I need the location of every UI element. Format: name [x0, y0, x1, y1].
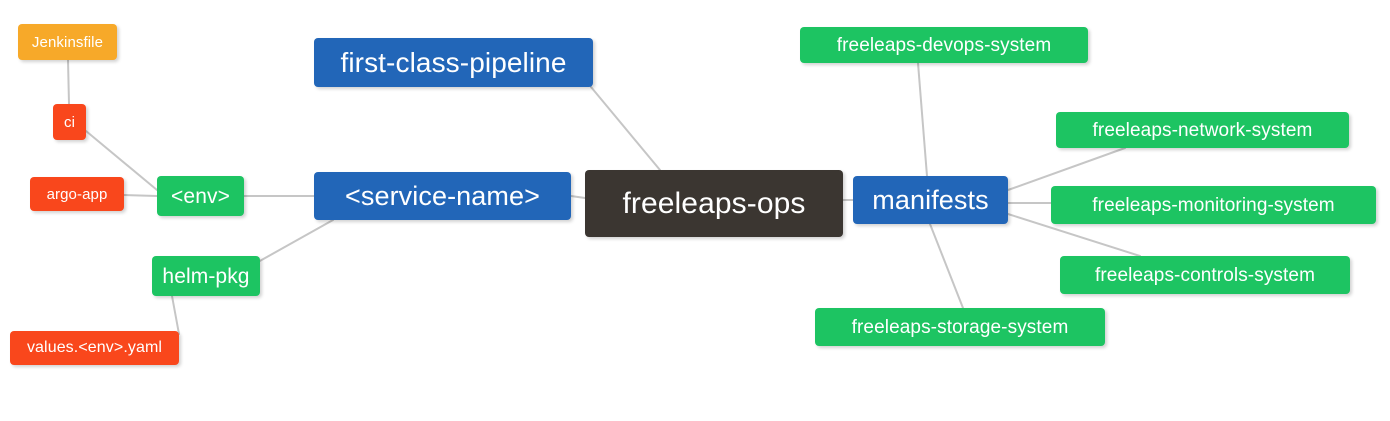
node-helm-pkg[interactable]: helm-pkg [152, 256, 260, 296]
edge-manifests-to-freeleaps-storage-system [929, 223, 964, 309]
edge-values-yaml-to-helm-pkg [171, 295, 180, 335]
node-label-jenkinsfile: Jenkinsfile [31, 33, 104, 51]
node-freeleaps-monitoring-system[interactable]: freeleaps-monitoring-system [1051, 186, 1376, 224]
node-values-yaml[interactable]: values.<env>.yaml [10, 331, 179, 365]
edge-manifests-to-freeleaps-devops-system [917, 62, 928, 177]
node-label-helm-pkg: helm-pkg [162, 264, 250, 288]
node-label-freeleaps-ops: freeleaps-ops [622, 186, 806, 220]
node-label-first-class-pipeline: first-class-pipeline [340, 46, 567, 78]
node-freeleaps-devops-system[interactable]: freeleaps-devops-system [800, 27, 1088, 63]
edge-jenkinsfile-to-ci [67, 59, 70, 105]
node-argo-app[interactable]: argo-app [30, 177, 124, 211]
node-label-freeleaps-controls-system: freeleaps-controls-system [1094, 264, 1316, 286]
edge-helm-pkg-to-service-name [257, 219, 334, 263]
node-label-env: <env> [171, 184, 230, 208]
node-label-freeleaps-network-system: freeleaps-network-system [1092, 119, 1313, 141]
node-manifests[interactable]: manifests [853, 176, 1008, 224]
node-label-ci: ci [63, 113, 76, 131]
node-freeleaps-network-system[interactable]: freeleaps-network-system [1056, 112, 1349, 148]
edge-argo-app-to-env [123, 194, 158, 197]
node-freeleaps-storage-system[interactable]: freeleaps-storage-system [815, 308, 1105, 346]
node-freeleaps-ops[interactable]: freeleaps-ops [585, 170, 843, 237]
edge-service-name-to-freeleaps-ops [570, 195, 586, 199]
node-jenkinsfile[interactable]: Jenkinsfile [18, 24, 117, 60]
node-label-freeleaps-storage-system: freeleaps-storage-system [851, 316, 1069, 338]
node-label-manifests: manifests [872, 184, 989, 215]
node-first-class-pipeline[interactable]: first-class-pipeline [314, 38, 593, 87]
node-ci[interactable]: ci [53, 104, 86, 140]
node-env[interactable]: <env> [157, 176, 244, 216]
node-label-argo-app: argo-app [46, 185, 108, 203]
node-label-freeleaps-devops-system: freeleaps-devops-system [836, 34, 1052, 56]
node-label-values-yaml: values.<env>.yaml [26, 339, 163, 356]
node-freeleaps-controls-system[interactable]: freeleaps-controls-system [1060, 256, 1350, 294]
edge-first-class-pipeline-to-freeleaps-ops [590, 86, 661, 171]
node-label-service-name: <service-name> [345, 180, 540, 211]
node-label-freeleaps-monitoring-system: freeleaps-monitoring-system [1092, 194, 1335, 216]
node-service-name[interactable]: <service-name> [314, 172, 571, 220]
edge-manifests-to-freeleaps-network-system [1007, 147, 1126, 191]
